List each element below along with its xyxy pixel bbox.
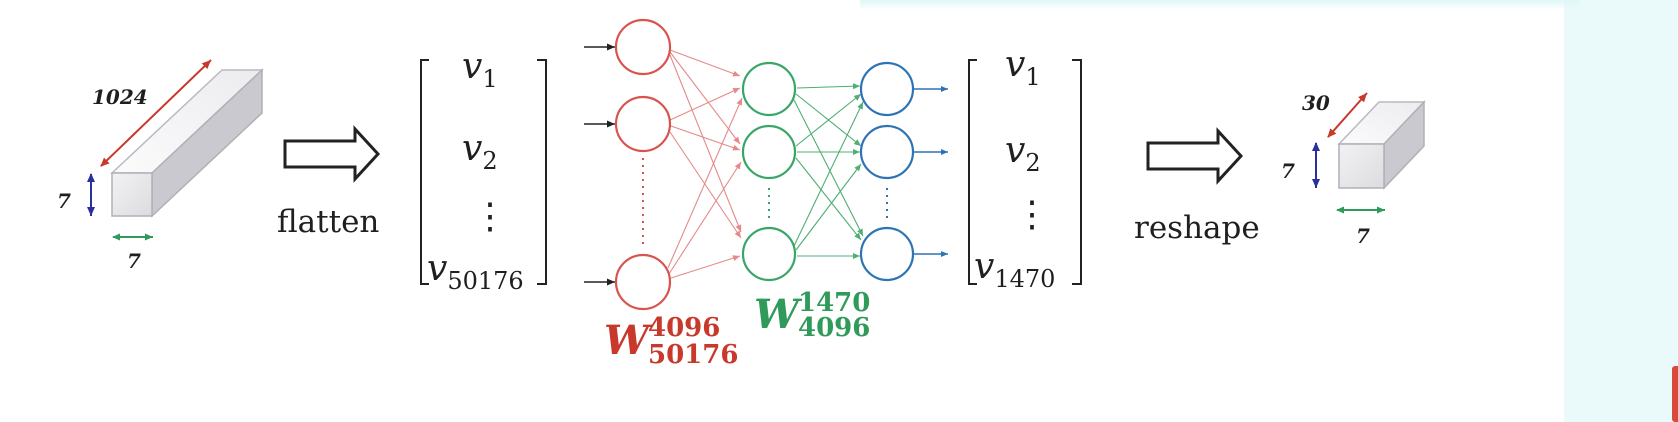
first-weight-label: W 4096 50176: [604, 313, 738, 370]
output-vector-entry-last: v1470: [974, 246, 1055, 293]
input-node-1: [614, 18, 672, 76]
output-vector: v1 v2 ⋮ v1470: [968, 44, 1082, 293]
output-vector-ellipsis: ⋮: [1014, 194, 1050, 235]
output-height-label: 7: [1281, 159, 1295, 183]
reshape-label: reshape: [1134, 210, 1260, 246]
first-weight-symbol: W: [604, 317, 653, 364]
input-vector-ellipsis: ⋮: [472, 196, 508, 237]
flatten-arrow-icon: [283, 125, 381, 183]
input-vector: v1 v2 ⋮ v50176: [420, 46, 547, 295]
hidden-node-2: [741, 124, 797, 180]
input-block: 1024 7 7: [57, 59, 264, 273]
output-node-1: [859, 61, 915, 117]
edge-tab: [1672, 366, 1678, 422]
input-node-last: [614, 253, 672, 311]
first-weight-superscript: 4096: [648, 313, 720, 343]
output-width-label: 7: [1356, 224, 1370, 248]
flatten-label: flatten: [277, 204, 379, 240]
input-vector-entry-2: v2: [462, 128, 498, 175]
input-layer: [614, 18, 672, 311]
second-weight-superscript: 1470: [798, 288, 870, 318]
input-node-2: [614, 95, 672, 153]
output-vector-entry-1: v1: [1005, 44, 1041, 91]
input-block-front-face: [111, 172, 153, 217]
input-vector-entry-last: v50176: [427, 248, 524, 295]
output-depth-arrow: [1327, 92, 1368, 138]
input-depth-label: 1024: [92, 85, 148, 109]
output-block: 30 7 7: [1281, 91, 1426, 248]
first-weight-connections: [667, 49, 743, 279]
output-node-last: [859, 226, 915, 282]
output-layer: [859, 61, 915, 282]
input-width-label: 7: [127, 249, 141, 273]
side-panel: [1564, 0, 1678, 422]
hidden-layer: [741, 61, 797, 282]
input-vector-right-bracket: [537, 59, 547, 285]
reshape-arrow-icon: [1146, 127, 1244, 185]
reshape-arrow: [1146, 127, 1244, 185]
output-node-2: [859, 124, 915, 180]
input-vector-entry-1: v1: [462, 46, 498, 93]
output-depth-label: 30: [1302, 91, 1330, 115]
input-vector-left-bracket: [420, 59, 429, 285]
neural-network: [584, 18, 948, 311]
top-glow: [860, 0, 1580, 10]
second-weight-label: W 1470 4096: [754, 288, 870, 343]
second-weight-connections: [793, 83, 864, 259]
input-depth-arrow: [100, 59, 212, 167]
output-vector-right-bracket: [1072, 59, 1082, 285]
output-vector-entry-2: v2: [1005, 130, 1041, 177]
first-weight-subscript: 50176: [648, 340, 738, 370]
second-weight-symbol: W: [754, 291, 803, 338]
output-block-front-face: [1338, 143, 1385, 189]
output-vector-left-bracket: [968, 59, 977, 285]
second-weight-subscript: 4096: [798, 313, 870, 343]
flatten-arrow: [283, 125, 381, 183]
input-height-label: 7: [57, 189, 71, 213]
hidden-node-1: [741, 61, 797, 117]
hidden-node-last: [741, 226, 797, 282]
